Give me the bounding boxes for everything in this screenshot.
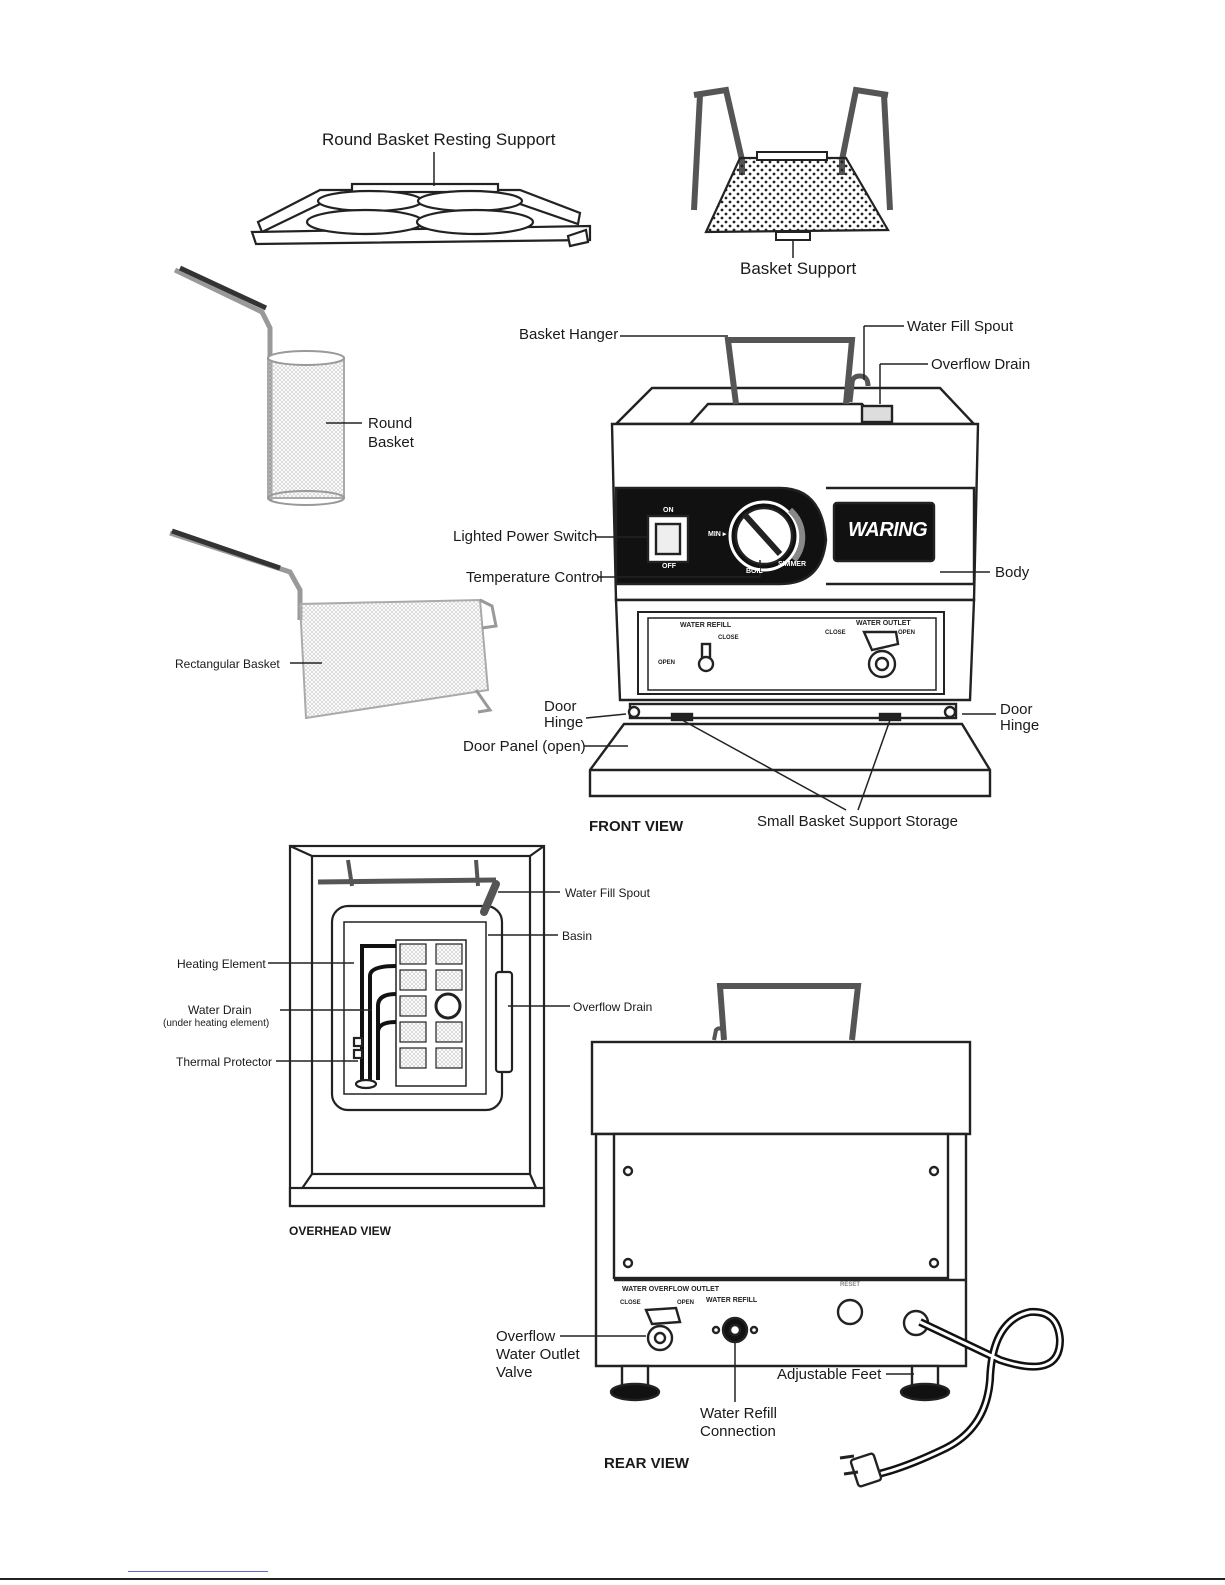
basket-support-art [691, 86, 893, 241]
front-outlet-close-text: CLOSE [825, 630, 846, 636]
power-on-text: ON [663, 507, 674, 514]
round-basket-label-1: Round [368, 415, 413, 432]
page-bottom-rule [0, 1578, 1225, 1580]
front-water-outlet-text: WATER OUTLET [856, 620, 911, 627]
rear-water-refill-text: WATER REFILL [706, 1297, 758, 1304]
overflow-valve-label-3: Valve [496, 1364, 533, 1381]
door-hinge-left-label-1: Door [544, 698, 577, 715]
front-outlet-open-text: OPEN [898, 630, 916, 636]
round-basket-resting-support-art [250, 182, 592, 248]
rear-water-overflow-outlet-text: WATER OVERFLOW OUTLET [622, 1286, 720, 1293]
water-refill-connection-label-1: Water Refill [700, 1405, 777, 1422]
round-basket-label-2: Basket [368, 434, 414, 451]
front-refill-open-text: OPEN [658, 660, 676, 666]
overflow-drain-label: Overflow Drain [931, 356, 1031, 373]
dial-boil-text: BOIL [746, 568, 763, 575]
door-panel-open-label: Door Panel (open) [463, 738, 586, 755]
overhead-view-leaders [268, 891, 570, 1062]
adjustable-feet-label: Adjustable Feet [777, 1366, 882, 1383]
round-basket-resting-support-label: Round Basket Resting Support [322, 130, 556, 149]
rectangular-basket-art [169, 528, 498, 720]
power-off-text: OFF [662, 563, 676, 570]
overhead-view-art [288, 844, 546, 1208]
overflow-valve-label-2: Water Outlet [496, 1346, 580, 1363]
overhead-basin-label: Basin [562, 929, 593, 943]
dial-simmer-text: SIMMER [778, 561, 806, 568]
door-hinge-left-label-2: Hinge [544, 714, 584, 731]
overhead-overflow-drain-label: Overflow Drain [573, 1000, 653, 1014]
front-view-art [588, 337, 992, 798]
overhead-water-drain-label: Water Drain [188, 1003, 252, 1017]
door-hinge-right-label-2: Hinge [1000, 717, 1040, 734]
front-water-refill-text: WATER REFILL [680, 622, 732, 629]
water-fill-spout-label: Water Fill Spout [907, 318, 1014, 335]
temperature-control-label: Temperature Control [466, 569, 603, 586]
rear-view-art [590, 983, 1065, 1488]
overflow-valve-label-1: Overflow [496, 1328, 556, 1345]
round-basket-art [173, 265, 345, 506]
body-label: Body [995, 564, 1030, 581]
rear-view-title: REAR VIEW [604, 1455, 690, 1472]
page-footer-link-line [128, 1571, 268, 1572]
basket-hanger-label: Basket Hanger [519, 326, 619, 343]
basket-support-label: Basket Support [740, 259, 857, 278]
rectangular-basket-label: Rectangular Basket [175, 657, 280, 671]
rear-outlet-close-text: CLOSE [620, 1300, 641, 1306]
door-hinge-right-label-1: Door [1000, 701, 1033, 718]
rear-view-leaders [560, 1335, 914, 1402]
water-refill-connection-label-2: Connection [700, 1423, 776, 1440]
overhead-view-title: OVERHEAD VIEW [289, 1224, 392, 1238]
overhead-water-fill-spout-label: Water Fill Spout [565, 886, 650, 900]
rear-reset-text: RESET [840, 1282, 861, 1288]
front-view-leaders [584, 325, 996, 811]
waring-logo: WARING [848, 519, 928, 541]
overhead-thermal-protector-label: Thermal Protector [176, 1055, 273, 1069]
dial-min-text: MIN ▸ [708, 531, 727, 538]
rear-outlet-open-text: OPEN [677, 1300, 695, 1306]
overhead-heating-element-label: Heating Element [177, 957, 266, 971]
overhead-water-drain-note: (under heating element) [163, 1018, 270, 1029]
lighted-power-switch-label: Lighted Power Switch [453, 528, 598, 545]
small-basket-support-storage-label: Small Basket Support Storage [757, 813, 958, 830]
front-view-title: FRONT VIEW [589, 818, 684, 835]
front-refill-close-text: CLOSE [718, 635, 739, 641]
